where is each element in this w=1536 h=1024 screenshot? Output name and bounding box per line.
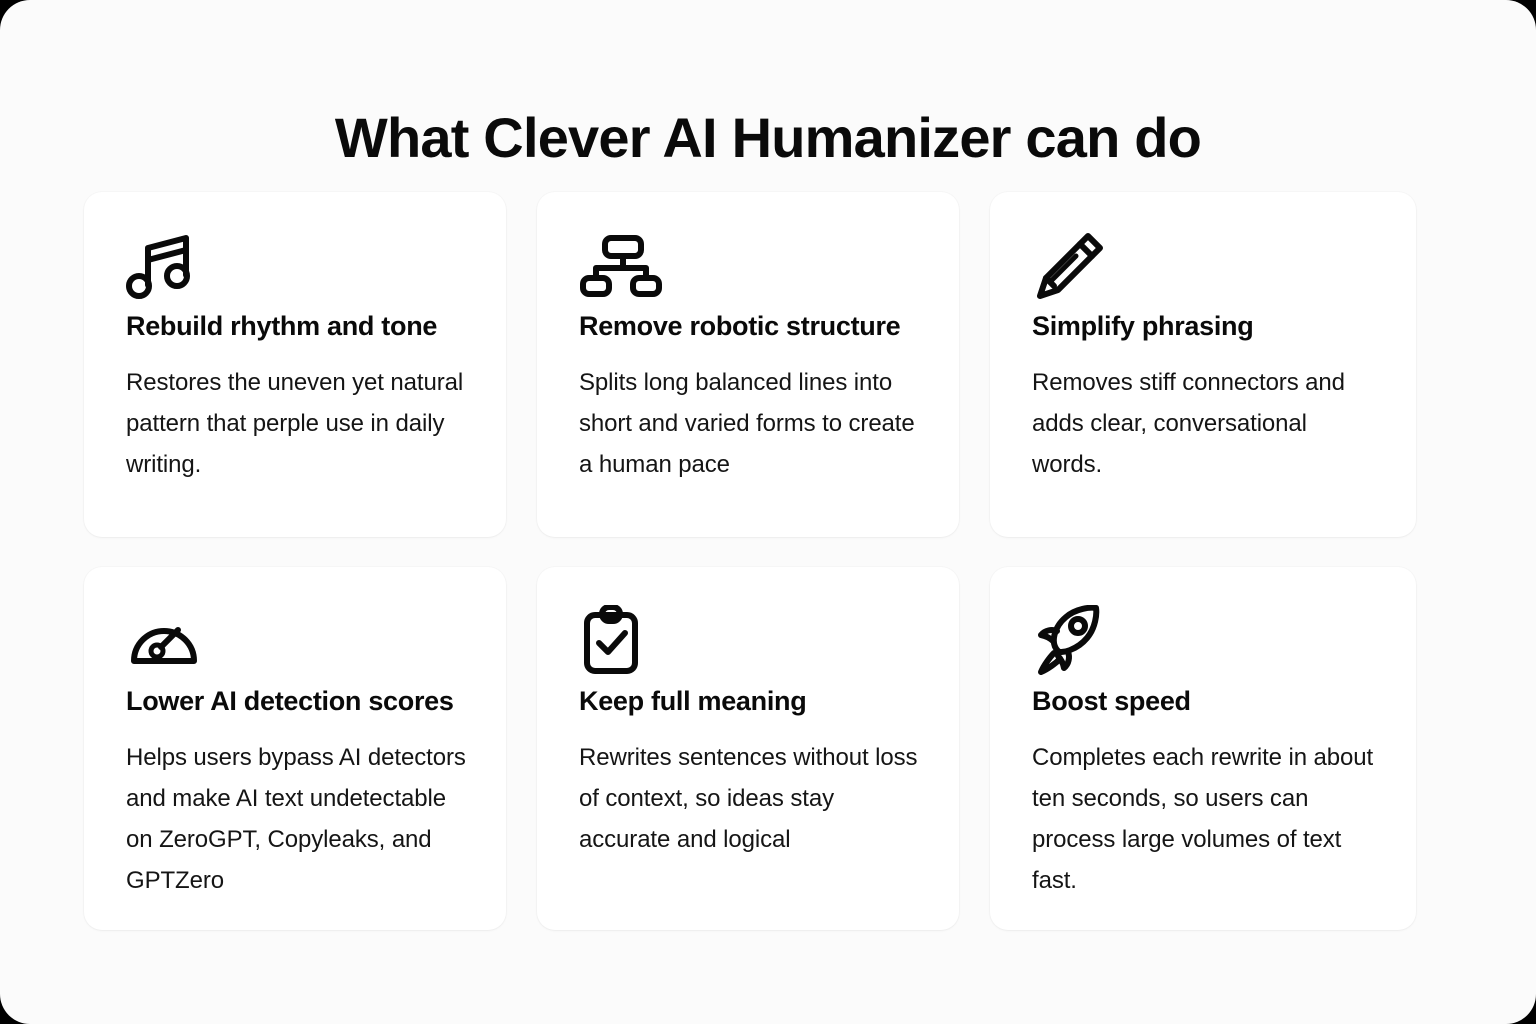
page-title: What Clever AI Humanizer can do — [334, 105, 1202, 169]
feature-card-description: Rewrites sentences without loss of conte… — [579, 744, 918, 854]
feature-card-title: Remove robotic structure — [579, 311, 901, 341]
clipboard-check-icon — [579, 605, 919, 677]
feature-card-title: Simplify phrasing — [1032, 311, 1254, 341]
music-note-icon — [126, 230, 466, 302]
feature-card-title: Lower AI detection scores — [126, 686, 454, 716]
feature-card-description: Splits long balanced lines into short an… — [579, 369, 915, 479]
feature-card-simplify-phrasing: Simplify phrasing Removes stiff connecto… — [990, 192, 1416, 537]
feature-card-description: Restores the uneven yet natural pattern … — [126, 369, 464, 479]
feature-card-description: Completes each rewrite in about ten seco… — [1032, 744, 1374, 895]
feature-card-title: Rebuild rhythm and tone — [126, 311, 438, 341]
feature-card-keep-full-meaning: Keep full meaning Rewrites sentences wit… — [537, 567, 959, 930]
pencil-icon — [1032, 230, 1376, 302]
feature-card-remove-robotic-structure: Remove robotic structure Splits long bal… — [537, 192, 959, 537]
feature-card-boost-speed: Boost speed Completes each rewrite in ab… — [990, 567, 1416, 930]
feature-card-title: Boost speed — [1032, 686, 1191, 716]
feature-card-rebuild-rhythm-and-tone: Rebuild rhythm and tone Restores the une… — [84, 192, 506, 537]
feature-card-lower-ai-detection-scores: Lower AI detection scores Helps users by… — [84, 567, 506, 930]
rocket-icon — [1032, 605, 1376, 677]
feature-card-title: Keep full meaning — [579, 686, 807, 716]
feature-card-grid: Rebuild rhythm and tone Restores the une… — [84, 192, 1416, 930]
feature-card-description: Removes stiff connectors and adds clear,… — [1032, 369, 1345, 479]
feature-card-description: Helps users bypass AI detectors and make… — [126, 744, 466, 895]
gauge-icon — [126, 605, 466, 677]
hierarchy-icon — [579, 230, 919, 302]
